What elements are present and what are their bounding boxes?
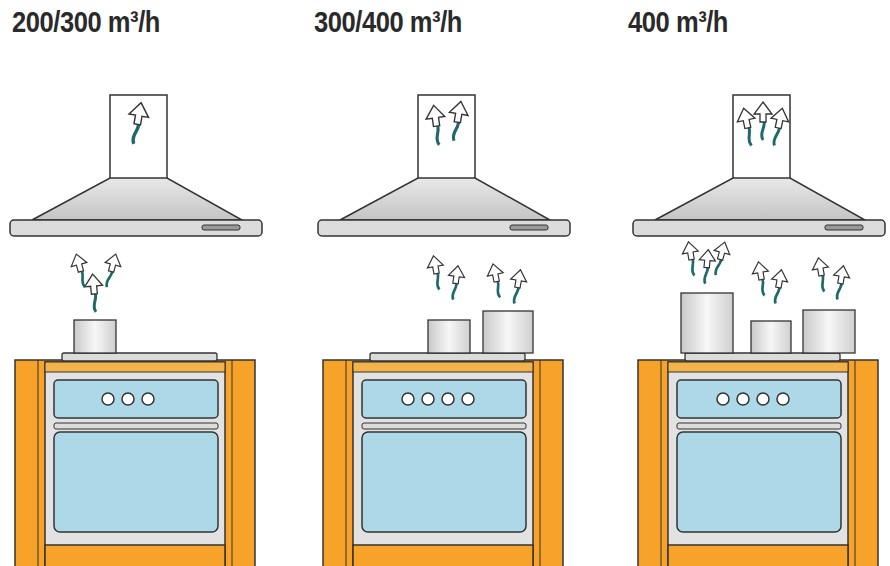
flow-rate-label: 400 m³/h bbox=[628, 6, 728, 39]
flow-rate-label: 300/400 m³/h bbox=[314, 6, 462, 39]
flow-rate-label: 200/300 m³/h bbox=[12, 6, 160, 39]
kitchen-panel bbox=[633, 95, 885, 566]
kitchen-panel bbox=[10, 95, 262, 566]
kitchen-panel bbox=[318, 95, 570, 566]
